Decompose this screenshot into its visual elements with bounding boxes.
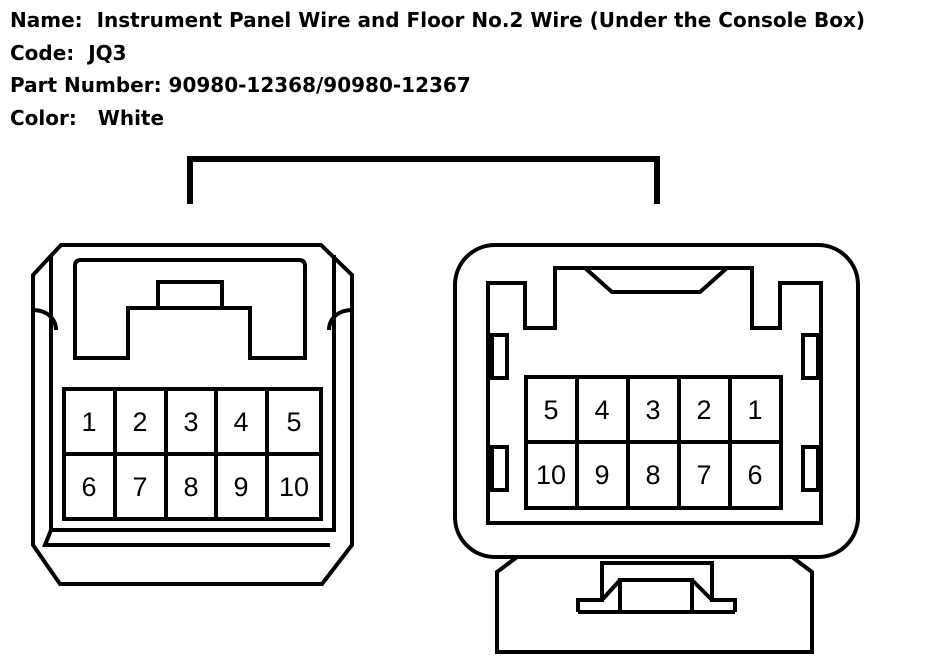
right-pin-label: 9 (594, 460, 609, 490)
right-pin-label: 4 (594, 395, 609, 425)
part-number-label: Part Number: (10, 73, 162, 97)
connector-info: Name: Instrument Panel Wire and Floor No… (10, 4, 865, 134)
code-value: JQ3 (88, 40, 127, 65)
color-value: White (97, 105, 165, 130)
mating-bracket (187, 156, 660, 204)
right-pin-label: 5 (543, 395, 558, 425)
left-pin-label: 1 (81, 407, 96, 437)
right-connector-right-slot (801, 333, 820, 380)
color-line: Color: White (10, 102, 865, 135)
right-pin-label: 2 (696, 395, 711, 425)
right-connector (453, 243, 860, 654)
name-value: Instrument Panel Wire and Floor No.2 Wir… (96, 8, 865, 32)
right-pin-label: 10 (536, 460, 566, 490)
right-connector-pin-labels: 5 4 3 2 1 10 9 8 7 6 (536, 395, 763, 490)
left-connector (31, 243, 354, 586)
right-connector-body (453, 243, 860, 559)
left-pin-label: 9 (233, 472, 248, 502)
right-connector-cavities (524, 375, 783, 510)
code-line: Code: JQ3 (10, 37, 865, 70)
right-connector-lower-housing (495, 555, 814, 654)
right-pin-label: 8 (645, 460, 660, 490)
name-label: Name: (10, 8, 83, 32)
left-connector-cavities (62, 387, 323, 521)
part-number-value: 90980-12368/90980-12367 (168, 73, 471, 97)
right-connector-inner-frame (486, 266, 823, 525)
right-connector-right-slot (801, 445, 820, 492)
left-pin-label: 7 (132, 472, 147, 502)
part-number-line: Part Number: 90980-12368/90980-12367 (10, 69, 865, 102)
left-connector-body (31, 243, 354, 586)
right-pin-label: 7 (696, 460, 711, 490)
right-pin-label: 6 (747, 460, 762, 490)
right-pin-label: 1 (747, 395, 762, 425)
left-connector-inner-frame (42, 255, 336, 547)
right-connector-left-slot (490, 445, 509, 492)
right-connector-top-latch (583, 266, 729, 294)
name-line: Name: Instrument Panel Wire and Floor No… (10, 4, 865, 37)
color-label: Color: (10, 105, 77, 130)
left-pin-label: 5 (286, 407, 301, 437)
right-pin-label: 3 (645, 395, 660, 425)
right-connector-bottom-lock (576, 561, 737, 614)
left-pin-label: 6 (81, 472, 96, 502)
left-connector-pin-labels: 1 2 3 4 5 6 7 8 9 10 (81, 407, 309, 502)
left-pin-label: 3 (183, 407, 198, 437)
left-pin-label: 4 (233, 407, 248, 437)
right-connector-left-slot (490, 333, 509, 380)
left-pin-label: 2 (132, 407, 147, 437)
left-pin-label: 8 (183, 472, 198, 502)
code-label: Code: (10, 40, 75, 65)
left-pin-label: 10 (279, 472, 309, 502)
left-connector-lock-cutout (73, 258, 307, 360)
